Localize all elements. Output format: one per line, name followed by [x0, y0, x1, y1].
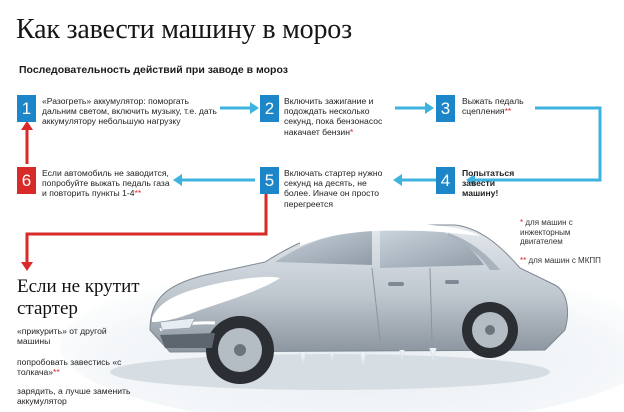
step-4-badge: 4 [436, 167, 455, 194]
arrow-down-icon [475, 106, 602, 182]
page-title: Как завести машину в мороз [16, 14, 352, 45]
step-2-badge: 2 [260, 95, 279, 122]
step-2-label: Включить зажигание и подождать несколько… [284, 96, 383, 137]
step-1-badge: 1 [17, 95, 36, 122]
step-5-badge: 5 [260, 167, 279, 194]
step-4-text: Попытаться завести машину! [462, 168, 515, 199]
footnote-text: для машин с инжекторным двигателем [520, 218, 573, 246]
step-3-badge: 3 [436, 95, 455, 122]
footnote-text: для машин с МКПП [528, 256, 601, 265]
step-5-text: Включать стартер нужно секунд на десять,… [284, 168, 383, 209]
footnote-manual: ** для машин с МКПП [520, 256, 610, 266]
starter-heading: Если не крутит стартер [17, 276, 140, 319]
step-3-star: ** [504, 106, 512, 117]
page-subtitle: Последовательность действий при заводе в… [19, 64, 288, 76]
step-6-text: Если автомобиль не заводится, попробуйте… [42, 168, 176, 199]
step-1-text: «Разогреть» аккумулятор: поморгать дальн… [42, 96, 217, 127]
starter-tip-2: попробовать завестись «с толкача»** [17, 357, 137, 377]
footnote-injector: * для машин с инжекторным двигателем [520, 218, 610, 247]
step-3-label: Выжать педаль сцепления [462, 96, 524, 117]
starter-tip-2-label: попробовать завестись «с толкача» [17, 357, 122, 378]
step-6-label: Если автомобиль не заводится, попробуйте… [42, 168, 170, 199]
step-3-text: Выжать педаль сцепления** [462, 96, 532, 116]
starter-tip-2-star: ** [53, 367, 60, 378]
step-2-star: * [349, 126, 354, 137]
footnote-mark: * [520, 218, 524, 227]
starter-tip-3: зарядить, а лучше заменить аккумулятор [17, 386, 131, 407]
step-6-star: ** [134, 188, 142, 199]
starter-tip-1: «прикурить» от другой машины [17, 326, 107, 347]
step-2-text: Включить зажигание и подождать несколько… [284, 96, 394, 137]
footnote-mark: ** [520, 256, 527, 265]
step-6-badge: 6 [17, 167, 36, 194]
